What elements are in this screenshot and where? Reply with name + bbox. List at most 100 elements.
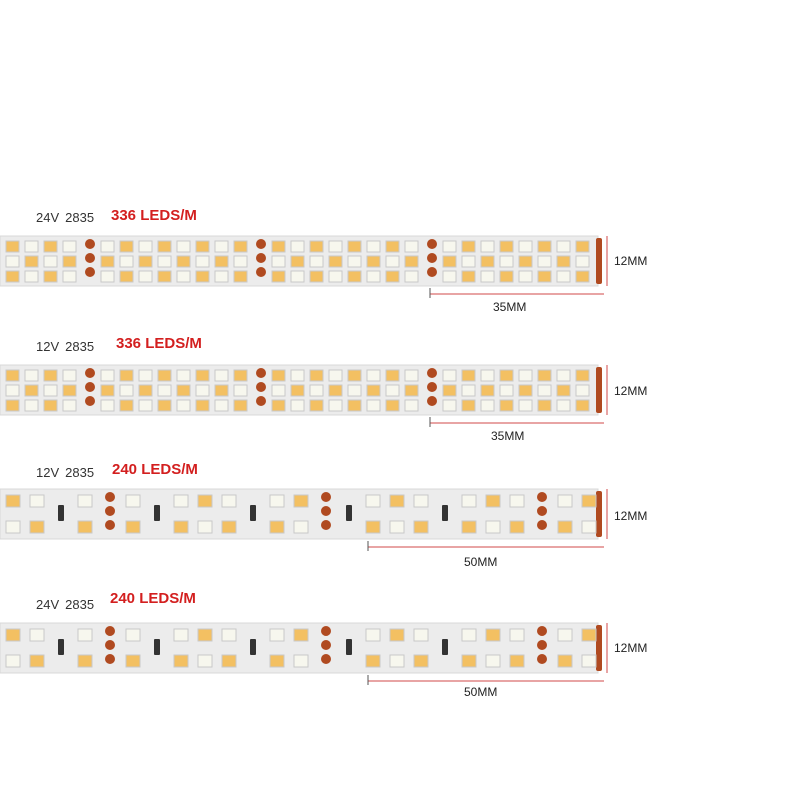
led-chip — [195, 240, 210, 253]
led-chip — [404, 270, 419, 283]
led-chip — [157, 255, 172, 268]
led-chip — [77, 654, 93, 668]
led-chip — [125, 494, 141, 508]
segment-label: 50MM — [464, 555, 498, 569]
solder-pad — [85, 239, 95, 249]
led-chip — [347, 399, 362, 412]
led-chip — [197, 494, 213, 508]
solder-pad — [537, 506, 547, 516]
led-chip — [214, 270, 229, 283]
led-chip — [557, 628, 573, 642]
led-chip — [138, 255, 153, 268]
solder-pad — [537, 626, 547, 636]
led-chip — [195, 384, 210, 397]
led-chip — [404, 255, 419, 268]
solder-pad — [537, 520, 547, 530]
led-chip — [233, 399, 248, 412]
led-strip-image — [0, 622, 608, 685]
width-label: 12MM — [614, 254, 648, 268]
led-chip — [404, 384, 419, 397]
led-chip — [557, 654, 573, 668]
resistor — [250, 639, 256, 655]
led-chip — [173, 494, 189, 508]
led-chip — [385, 255, 400, 268]
solder-pad — [85, 253, 95, 263]
led-chip — [176, 384, 191, 397]
led-chip — [176, 369, 191, 382]
led-chip — [581, 628, 597, 642]
led-chip — [328, 399, 343, 412]
led-chip — [176, 240, 191, 253]
led-chip — [480, 255, 495, 268]
led-chip — [271, 255, 286, 268]
solder-pad — [537, 492, 547, 502]
led-chip — [385, 270, 400, 283]
segment-label: 35MM — [491, 429, 525, 443]
led-chip — [176, 399, 191, 412]
led-chip — [43, 384, 58, 397]
led-chip — [499, 270, 514, 283]
led-chip — [480, 270, 495, 283]
led-chip — [293, 520, 309, 534]
led-chip — [366, 255, 381, 268]
led-chip — [5, 240, 20, 253]
density-label: 336 LEDS/M — [111, 207, 197, 224]
voltage-label: 12V — [36, 465, 60, 480]
led-chip — [518, 369, 533, 382]
led-chip — [537, 270, 552, 283]
led-chip — [197, 628, 213, 642]
led-chip — [485, 654, 501, 668]
led-chip — [5, 384, 20, 397]
led-chip — [413, 520, 429, 534]
led-chip — [556, 384, 571, 397]
led-chip — [100, 270, 115, 283]
led-chip — [499, 240, 514, 253]
led-chip — [509, 654, 525, 668]
led-chip — [347, 369, 362, 382]
led-chip — [269, 654, 285, 668]
led-chip — [328, 255, 343, 268]
density-label: 336 LEDS/M — [116, 335, 202, 352]
led-chip — [119, 399, 134, 412]
solder-pad — [256, 368, 266, 378]
led-chip — [233, 270, 248, 283]
led-chip — [461, 399, 476, 412]
solder-pad — [105, 506, 115, 516]
solder-pad — [537, 654, 547, 664]
led-chip — [233, 369, 248, 382]
led-chip — [518, 384, 533, 397]
voltage-label: 24V — [36, 597, 60, 612]
solder-pad — [321, 506, 331, 516]
led-chip — [366, 270, 381, 283]
led-chip — [366, 399, 381, 412]
led-chip — [309, 270, 324, 283]
led-chip — [309, 369, 324, 382]
solder-pad — [105, 626, 115, 636]
led-chip — [24, 384, 39, 397]
solder-pad — [85, 368, 95, 378]
voltage-label: 12V — [36, 339, 60, 354]
led-chip — [480, 369, 495, 382]
led-strip-image — [0, 364, 608, 427]
led-chip — [480, 240, 495, 253]
led-chip — [293, 494, 309, 508]
led-chip — [43, 399, 58, 412]
led-chip — [509, 520, 525, 534]
led-chip — [328, 369, 343, 382]
led-chip — [43, 369, 58, 382]
led-chip — [157, 399, 172, 412]
led-chip — [100, 240, 115, 253]
voltage-label: 24V — [36, 210, 60, 225]
led-chip — [24, 399, 39, 412]
led-chip — [461, 654, 477, 668]
led-chip — [404, 399, 419, 412]
led-chip — [125, 520, 141, 534]
led-chip — [138, 270, 153, 283]
led-chip — [5, 255, 20, 268]
led-chip — [575, 384, 590, 397]
solder-pad — [321, 640, 331, 650]
led-chip — [556, 399, 571, 412]
